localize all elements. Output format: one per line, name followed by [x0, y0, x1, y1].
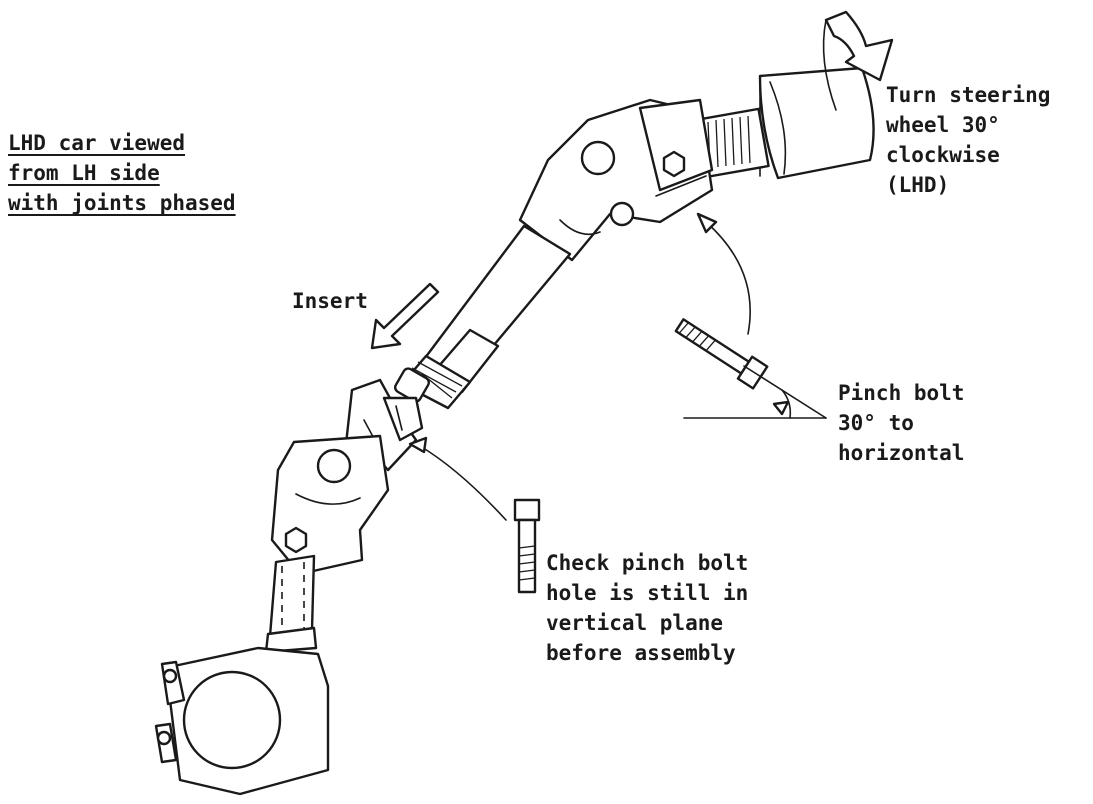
pinch-bolt-angle-line-2: 30° to — [838, 411, 914, 435]
lower-pinch-leader-arrow — [419, 445, 507, 521]
check-bolt-hole-line-4: before assembly — [546, 641, 736, 665]
check-bolt-hole-line-3: vertical plane — [546, 611, 724, 635]
angle-indicator-30 — [683, 365, 827, 419]
view-note-line-2: from LH side — [8, 161, 160, 185]
intermediate-shaft — [394, 224, 572, 410]
view-note-line-1: LHD car viewed — [8, 131, 186, 155]
upper-pinch-bolt — [674, 318, 769, 390]
insert-label: Insert — [292, 289, 368, 313]
upper-pinch-leader-arrow — [705, 221, 751, 335]
steering-rack-housing — [154, 646, 330, 796]
turn-wheel-line-1: Turn steering — [886, 83, 1051, 107]
check-bolt-hole-line-2: hole is still in — [546, 581, 749, 605]
pinch-bolt-angle-line-1: Pinch bolt — [838, 381, 965, 405]
upper-universal-joint — [518, 98, 714, 262]
view-note-line-3: with joints phased — [8, 191, 236, 215]
check-bolt-hole-line-1: Check pinch bolt — [546, 551, 749, 575]
steering-column-tube — [758, 66, 875, 180]
turn-wheel-line-4: (LHD) — [886, 173, 950, 197]
clockwise-rotation-arrow — [824, 10, 894, 82]
turn-wheel-line-3: clockwise — [886, 143, 1000, 167]
view-note-label: LHD car viewed from LH side with joints … — [8, 128, 236, 218]
pinch-bolt-angle-line-3: horizontal — [838, 441, 965, 465]
lower-shaft — [264, 554, 318, 654]
check-bolt-hole-label: Check pinch bolt hole is still in vertic… — [546, 548, 748, 668]
lower-universal-joint — [270, 378, 424, 576]
pinch-bolt-angle-label: Pinch bolt 30° to horizontal — [838, 378, 964, 468]
upper-splined-shaft — [694, 107, 770, 179]
turn-wheel-label: Turn steering wheel 30° clockwise (LHD) — [886, 80, 1050, 200]
lower-pinch-bolt — [513, 498, 541, 594]
insert-direction-arrow — [370, 282, 440, 350]
turn-wheel-line-2: wheel 30° — [886, 113, 1000, 137]
